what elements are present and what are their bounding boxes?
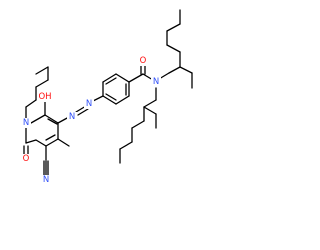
- amide-oxygen-label: O: [140, 56, 147, 66]
- ring-carbonyl-oxygen-label: O: [23, 154, 30, 164]
- atom-azo-nitrogen-1: N: [67, 112, 77, 122]
- nitrile-bonds: [43, 160, 49, 177]
- atom-azo-nitrogen-2: N: [84, 99, 94, 109]
- hydroxyl-label: OH: [38, 92, 51, 102]
- ethylhexyl-chain-upper-bonds: [158, 9, 193, 89]
- azo-bonds: [57, 95, 104, 124]
- amide-nitrogen-label: N: [153, 77, 159, 87]
- atom-amide-oxygen: O: [138, 56, 148, 66]
- benzene-ring-bonds: [102, 73, 130, 105]
- atom-amide-nitrogen: N: [151, 77, 161, 87]
- atom-ring-carbonyl-oxygen: O: [21, 154, 31, 164]
- amide-bonds: [128, 65, 154, 83]
- chemical-structure-diagram: OH N O N N N O N: [21, 9, 193, 185]
- atom-nitrile-nitrogen: N: [41, 175, 51, 185]
- ring-nitrogen-label: N: [23, 118, 29, 128]
- atom-ring-nitrogen: N: [21, 118, 31, 128]
- hexyl-chain-bonds: [25, 66, 49, 121]
- atom-hydroxyl: OH: [37, 92, 53, 102]
- ethylhexyl-chain-lower-bonds: [119, 87, 157, 164]
- nitrile-nitrogen-label: N: [43, 175, 49, 185]
- azo-nitrogen-2-label: N: [86, 99, 92, 109]
- pyridone-ring-bonds: [23, 101, 70, 161]
- azo-nitrogen-1-label: N: [69, 112, 75, 122]
